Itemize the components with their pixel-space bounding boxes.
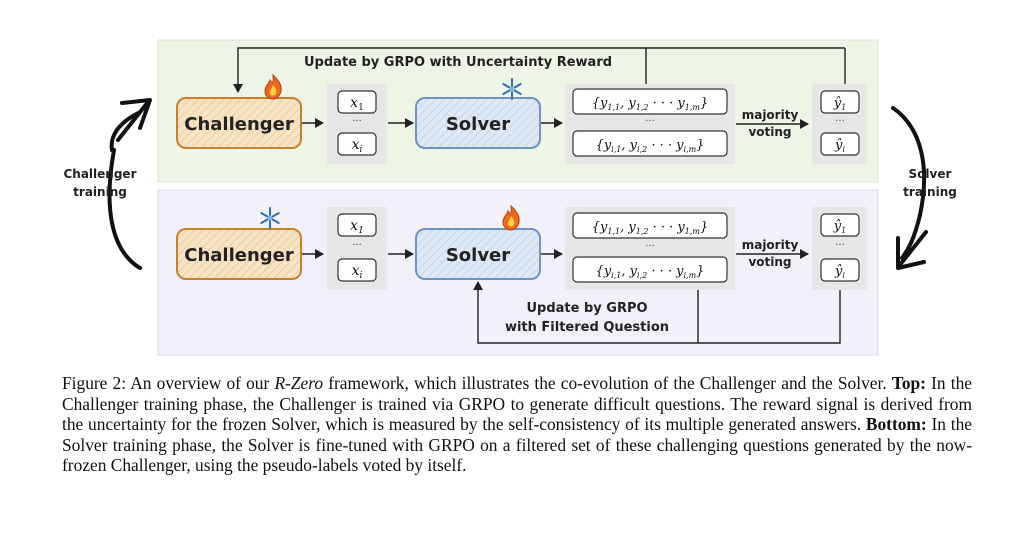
svg-text:{yi,1, yi,2 · · · yi,m}: {yi,1, yi,2 · · · yi,m} [596, 138, 705, 154]
svg-text:ŷi: ŷi [834, 264, 845, 280]
solver-training-label-2: training [903, 185, 957, 199]
svg-text:···: ··· [352, 116, 362, 127]
caption-framework-name: R-Zero [274, 373, 324, 393]
svg-text:{yi,1, yi,2 · · · yi,m}: {yi,1, yi,2 · · · yi,m} [596, 264, 705, 280]
svg-text:xi: xi [352, 263, 363, 281]
svg-text:{y1,1, y1,2 · · · y1,m}: {y1,1, y1,2 · · · y1,m} [592, 96, 708, 112]
svg-text:···: ··· [645, 116, 655, 127]
caption-bottom-text: In the Solver training phase, the Solver… [62, 414, 972, 476]
caption-top-text: In the Challenger training phase, the Ch… [62, 373, 972, 435]
svg-text:{y1,1, y1,2 · · · y1,m}: {y1,1, y1,2 · · · y1,m} [592, 220, 708, 236]
challenger-training-label-1: Challenger [63, 167, 136, 181]
answer-stack-top: {y1,1, y1,2 · · · y1,m} ··· {yi,1, yi,2 … [565, 84, 735, 164]
figure-caption: Figure 2: An overview of our R-Zero fram… [62, 373, 972, 476]
bottom-loop-label-1: Update by GRPO [526, 301, 647, 316]
majority-voting-label-top-2: voting [748, 125, 791, 139]
challenger-training-cycle-arrow [107, 98, 152, 270]
challenger-training-label-2: training [73, 185, 127, 199]
question-stack-bottom: x1 ··· xi [327, 207, 387, 290]
snowflake-icon [502, 78, 522, 100]
svg-text:···: ··· [835, 240, 845, 251]
snowflake-icon [260, 207, 280, 229]
challenger-block-top: Challenger [176, 97, 302, 149]
majority-voting-label-bottom: majority [742, 238, 799, 252]
challenger-label-bottom: Challenger [184, 245, 294, 266]
challenger-block-bottom: Challenger [176, 228, 302, 280]
fire-icon [502, 204, 520, 231]
r-zero-overview-figure: Update by GRPO with Uncertainty Reward C… [63, 39, 957, 356]
caption-intro: framework, which illustrates the co-evol… [323, 373, 892, 393]
pseudo-label-stack-bottom: ŷ1 ··· ŷi [812, 207, 867, 290]
caption-lead: Figure 2: An overview of our [62, 373, 275, 393]
pseudo-label-stack-top: ŷ1 ··· ŷi [812, 84, 867, 164]
solver-training-label-1: Solver [909, 167, 952, 181]
question-stack-top: x1 ··· xi [327, 84, 387, 164]
bottom-loop-label-2: with Filtered Question [505, 320, 669, 335]
answer-stack-bottom: {y1,1, y1,2 · · · y1,m} ··· {yi,1, yi,2 … [565, 207, 735, 290]
challenger-label-top: Challenger [184, 114, 294, 135]
solver-training-cycle-arrow [891, 106, 928, 270]
svg-text:ŷi: ŷi [834, 138, 845, 154]
svg-text:xi: xi [352, 137, 363, 155]
caption-top-label: Top: [891, 373, 926, 393]
top-loop-label: Update by GRPO with Uncertainty Reward [304, 55, 612, 70]
majority-voting-label-top: majority [742, 108, 799, 122]
solver-label-bottom: Solver [446, 245, 510, 266]
majority-voting-label-bottom-2: voting [748, 255, 791, 269]
svg-text:···: ··· [352, 240, 362, 251]
svg-text:···: ··· [835, 116, 845, 127]
solver-label-top: Solver [446, 114, 510, 135]
fire-icon [264, 73, 282, 100]
top-update-loop [233, 47, 846, 93]
caption-bottom-label: Bottom: [865, 414, 927, 435]
solver-block-bottom: Solver [415, 228, 541, 280]
bottom-update-loop [473, 281, 841, 344]
svg-text:···: ··· [645, 241, 655, 252]
solver-block-top: Solver [415, 97, 541, 149]
